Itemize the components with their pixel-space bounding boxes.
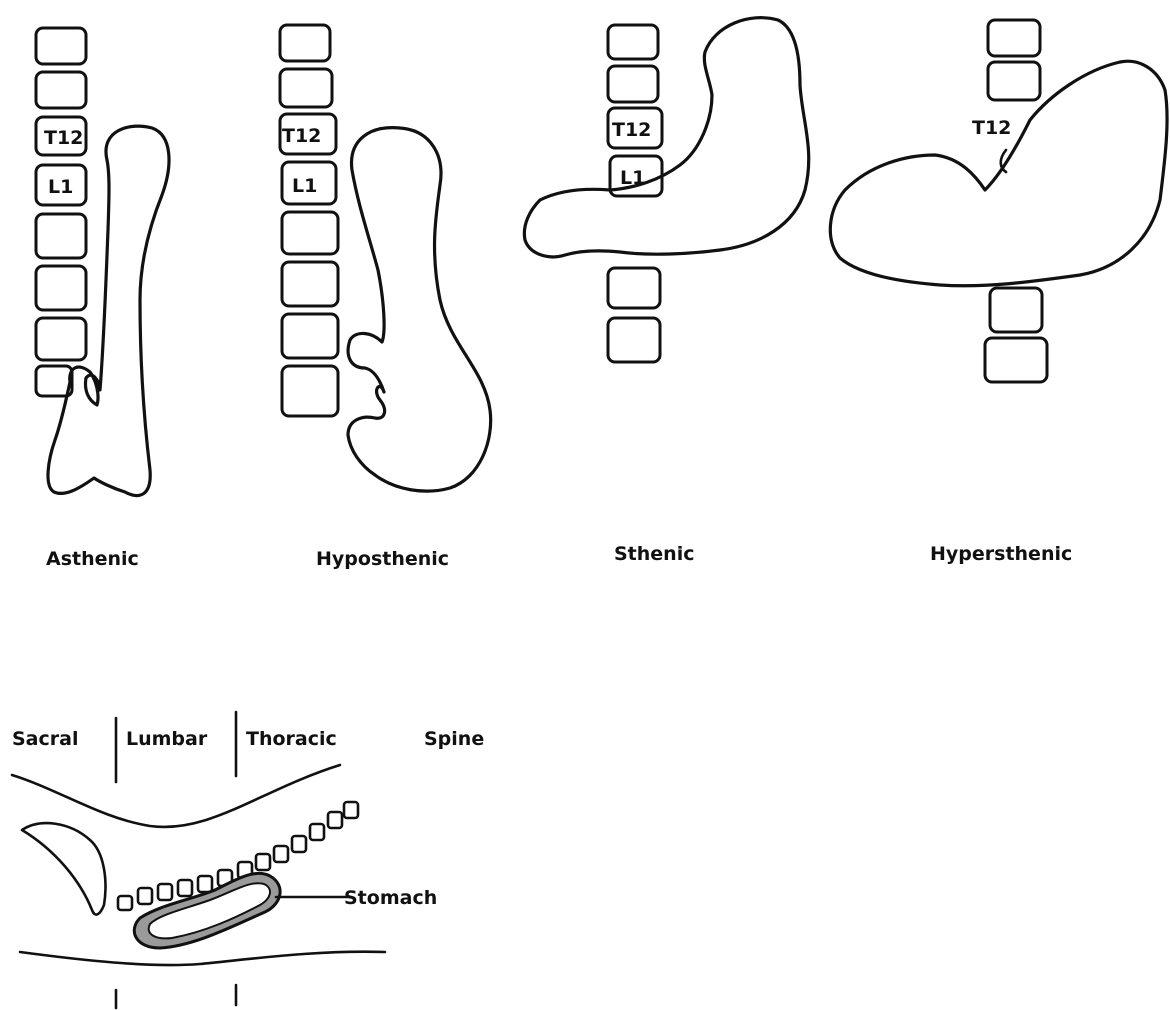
vertebra	[608, 268, 660, 308]
vertebra	[36, 72, 86, 108]
vertebra-label-t12: T12	[972, 117, 1011, 139]
vertebra	[280, 25, 330, 61]
vertebra	[608, 66, 658, 102]
vertebra	[280, 69, 332, 107]
spine-column	[608, 25, 662, 362]
vertebra	[328, 812, 342, 828]
vertebra	[274, 846, 288, 862]
abdomen-contour	[20, 952, 385, 965]
region-label-thoracic: Thoracic	[246, 728, 337, 750]
vertebra	[344, 802, 358, 818]
panel-caption: Asthenic	[46, 548, 139, 570]
vertebra	[282, 212, 338, 254]
vertebra	[985, 338, 1047, 382]
vertebra	[36, 318, 86, 360]
vertebra	[282, 314, 338, 358]
back-contour	[12, 765, 340, 827]
panel-hyposthenic: T12 L1 Hyposthenic	[280, 25, 491, 570]
stomach-outline	[524, 18, 808, 257]
stomach-label: Stomach	[344, 887, 437, 909]
stomach-outline	[348, 128, 491, 491]
vertebra-label-l1: L1	[292, 175, 317, 197]
vertebra-label-t12: T12	[44, 127, 83, 149]
vertebra-label-l1: L1	[48, 176, 73, 198]
vertebra	[310, 824, 324, 840]
spine-label: Spine	[424, 728, 484, 750]
lateral-stomach	[134, 873, 280, 948]
region-label-lumbar: Lumbar	[126, 728, 208, 750]
vertebra	[608, 318, 660, 362]
vertebra	[988, 20, 1040, 56]
vertebra	[138, 888, 152, 904]
vertebra	[36, 28, 86, 64]
panel-caption: Hypersthenic	[930, 543, 1072, 565]
vertebra	[282, 366, 338, 416]
vertebra	[282, 262, 338, 306]
vertebra	[256, 854, 270, 870]
vertebra	[118, 896, 132, 910]
vertebra	[988, 62, 1040, 100]
vertebra	[178, 880, 192, 896]
spine-column	[36, 28, 86, 396]
vertebra	[292, 836, 306, 852]
panel-caption: Hyposthenic	[316, 548, 449, 570]
panel-caption: Sthenic	[614, 543, 694, 565]
panel-sthenic: T12 L1 Sthenic	[524, 18, 808, 565]
vertebra	[158, 884, 172, 900]
lateral-view: Sacral Lumbar Thoracic Spine	[12, 712, 484, 1008]
vertebra	[990, 288, 1042, 332]
vertebra	[36, 266, 86, 310]
panel-hypersthenic: T12 Hypersthenic	[830, 20, 1167, 565]
spine-column	[280, 25, 338, 416]
panel-asthenic: T12 L1 Asthenic	[36, 28, 169, 570]
region-label-sacral: Sacral	[12, 728, 78, 750]
sacrum	[22, 823, 105, 914]
vertebra	[608, 25, 658, 59]
vertebra-label-t12: T12	[282, 125, 321, 147]
vertebra	[36, 214, 86, 258]
vertebra	[198, 876, 212, 892]
spine-column	[985, 20, 1047, 382]
vertebra-label-t12: T12	[612, 119, 651, 141]
